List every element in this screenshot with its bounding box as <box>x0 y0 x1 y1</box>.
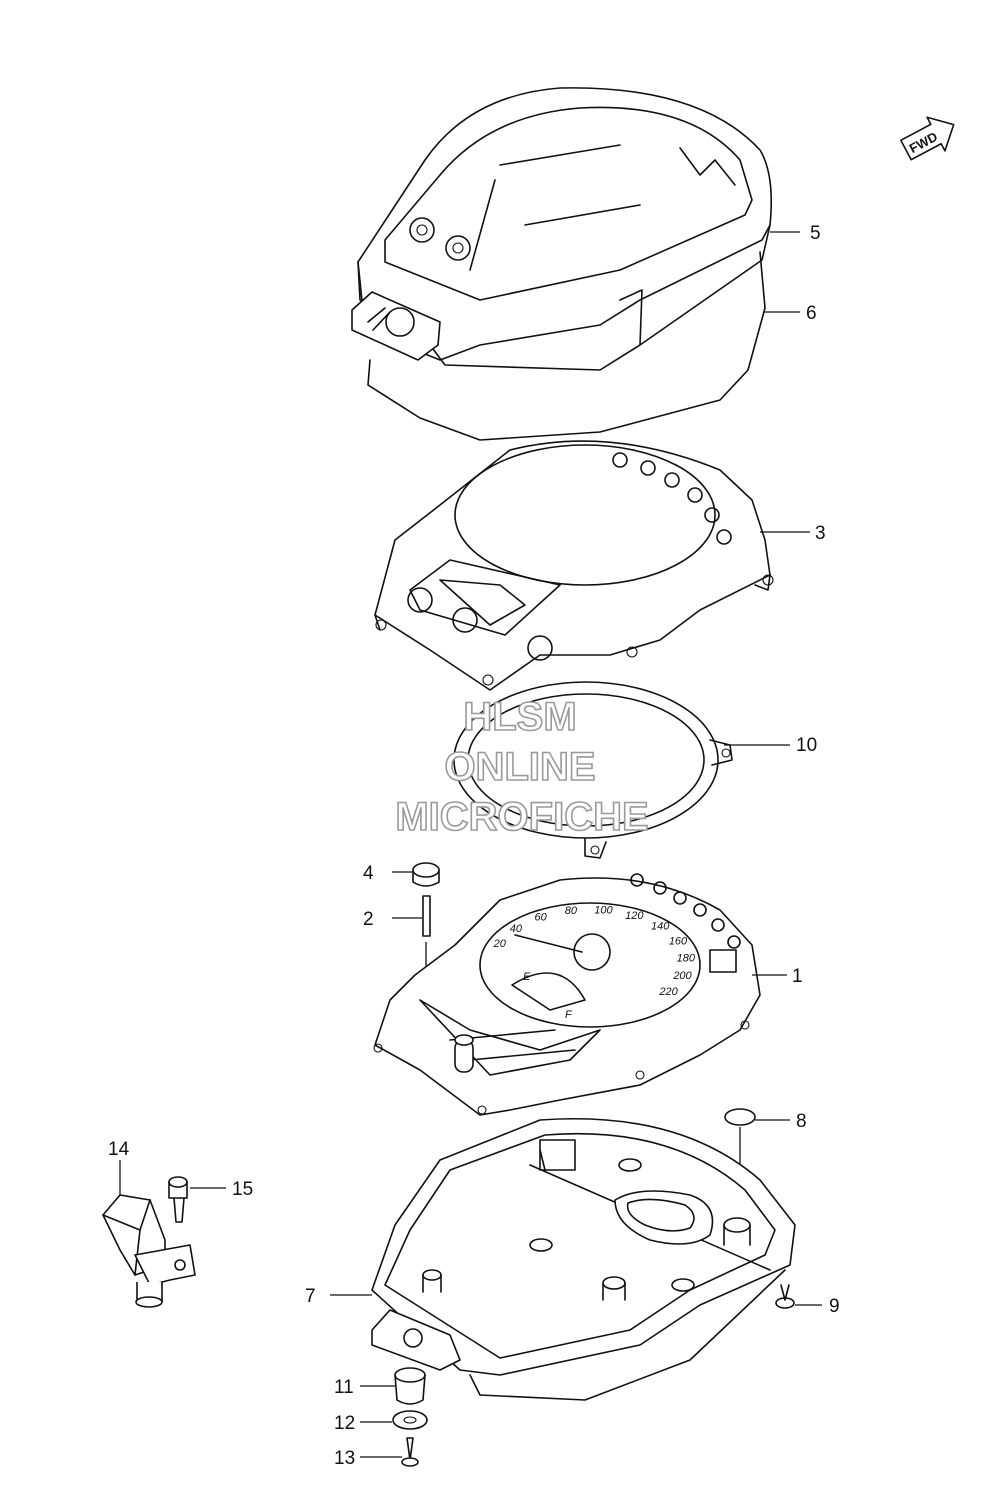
callout-part-6: 6 <box>806 303 817 324</box>
fwd-arrow-icon: FWD <box>900 116 955 161</box>
callout-part-3: 3 <box>815 523 826 544</box>
upper-meter-case <box>351 87 773 371</box>
speed-sensor <box>102 1194 196 1308</box>
callout-part-2: 2 <box>363 909 374 930</box>
svg-text:HLSM: HLSM <box>463 695 576 739</box>
callout-part-9: 9 <box>829 1296 840 1317</box>
callout-part-1: 1 <box>792 966 803 987</box>
callout-part-11: 11 <box>334 1377 354 1398</box>
callout-part-13: 13 <box>334 1448 355 1469</box>
speedo-tick-label: 160 <box>669 935 688 947</box>
callout-part-7: 7 <box>305 1286 316 1307</box>
rubber-cap <box>724 1108 756 1126</box>
case-seal <box>367 251 766 441</box>
leader-lines <box>119 231 822 1458</box>
cushion-and-pin <box>412 862 440 1010</box>
speedo-tick-label: 20 <box>493 938 507 950</box>
svg-text:MICROFICHE: MICROFICHE <box>395 795 648 839</box>
bosses <box>422 1158 751 1301</box>
gauge-ring <box>453 681 733 859</box>
watermark: HLSM ONLINE MICROFICHE <box>395 694 650 840</box>
lower-meter-case <box>371 1117 796 1401</box>
callout-part-4: 4 <box>363 863 374 884</box>
grommet-washer-screw <box>392 1367 428 1467</box>
speedo-tick-label: 120 <box>625 910 644 922</box>
callout-part-5: 5 <box>810 223 821 244</box>
speedo-tick-label: 80 <box>565 905 578 917</box>
speedo-tick-label: 100 <box>594 905 613 917</box>
sensor-bolt <box>168 1176 188 1223</box>
speedo-tick-label: 220 <box>658 986 678 998</box>
callouts: 5 6 3 10 4 2 1 8 7 9 11 12 13 14 15 <box>108 223 840 1469</box>
callout-part-8: 8 <box>796 1111 807 1132</box>
speedo-tick-label: 140 <box>651 921 670 933</box>
callout-part-10: 10 <box>796 735 817 756</box>
speedo-tick-label: 200 <box>672 970 692 982</box>
callout-part-14: 14 <box>108 1139 130 1160</box>
callout-part-15: 15 <box>232 1179 253 1200</box>
screw <box>775 1284 795 1309</box>
fuel-empty-mark: E <box>523 971 531 983</box>
speedo-tick-label: 40 <box>510 923 523 935</box>
fuel-full-mark: F <box>565 1009 573 1021</box>
speedo-tick-label: 60 <box>534 911 547 923</box>
svg-text:ONLINE: ONLINE <box>444 745 595 789</box>
callout-part-12: 12 <box>334 1413 355 1434</box>
speedo-tick-label: 180 <box>677 952 696 964</box>
meter-panel <box>374 440 774 691</box>
